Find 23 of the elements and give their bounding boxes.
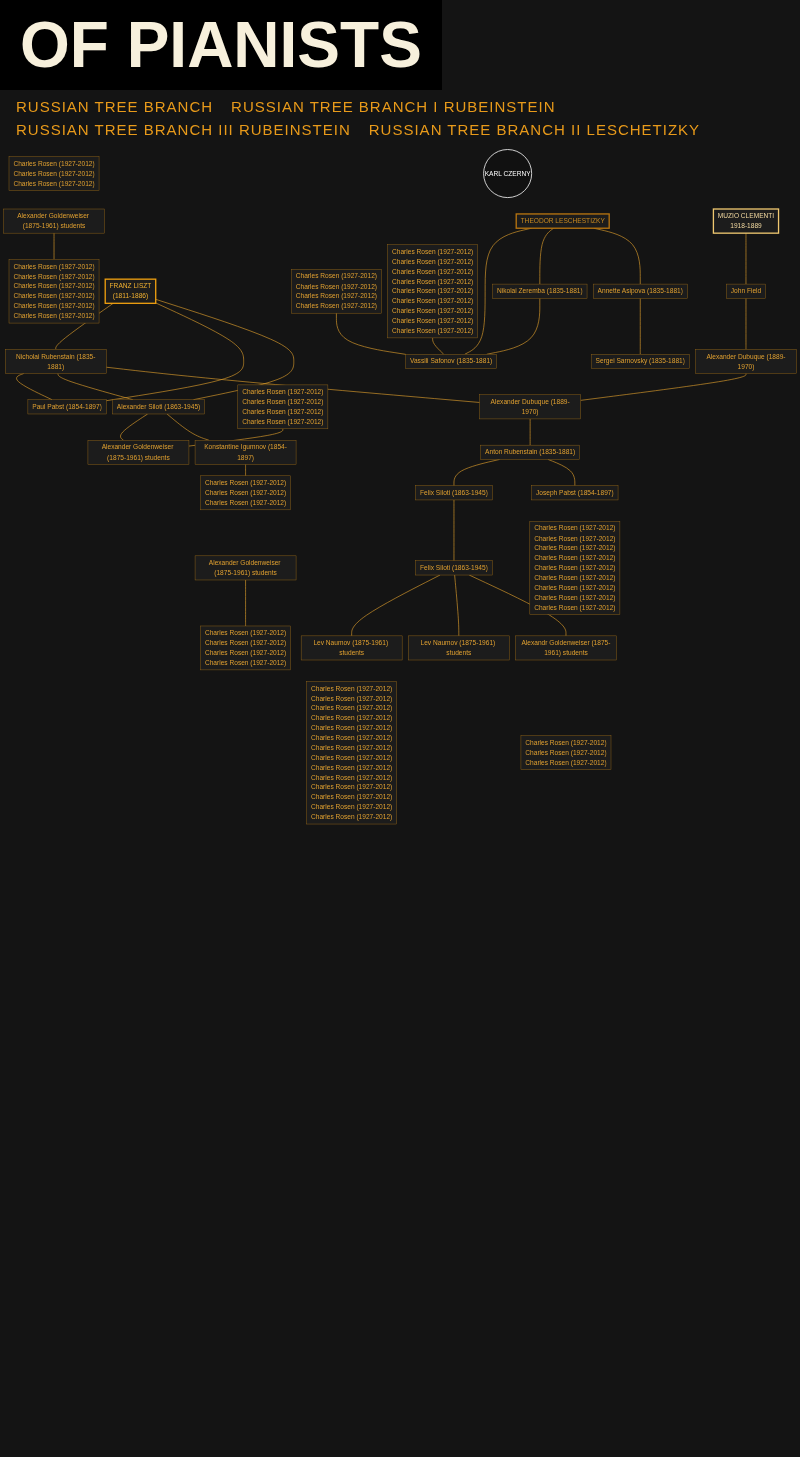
- connector: [245, 579, 246, 627]
- connector: [745, 232, 747, 285]
- title: OF PIANISTS: [0, 0, 442, 90]
- connector: [453, 459, 500, 486]
- connector: [580, 373, 747, 401]
- branch-heading: RUSSIAN TREE BRANCH I RUBEINSTEIN: [231, 98, 556, 115]
- connector: [57, 373, 134, 401]
- connector: [486, 298, 541, 355]
- connector: [166, 413, 210, 441]
- connector: [351, 574, 441, 637]
- branch-heading: RUSSIAN TREE BRANCH III RUBEINSTEIN: [16, 121, 351, 138]
- connector: [105, 302, 244, 402]
- branch-heading: RUSSIAN TREE BRANCH II LESCHETIZKY: [368, 121, 701, 138]
- connector: [464, 227, 532, 355]
- connector: [432, 337, 445, 355]
- connector: [155, 299, 295, 401]
- connector: [336, 312, 406, 355]
- connector: [454, 574, 460, 637]
- connector: [16, 373, 53, 401]
- connector: [539, 227, 554, 285]
- connector: [547, 459, 576, 486]
- branch-heading: RUSSIAN TREE BRANCH: [16, 98, 214, 115]
- connector: [245, 464, 246, 477]
